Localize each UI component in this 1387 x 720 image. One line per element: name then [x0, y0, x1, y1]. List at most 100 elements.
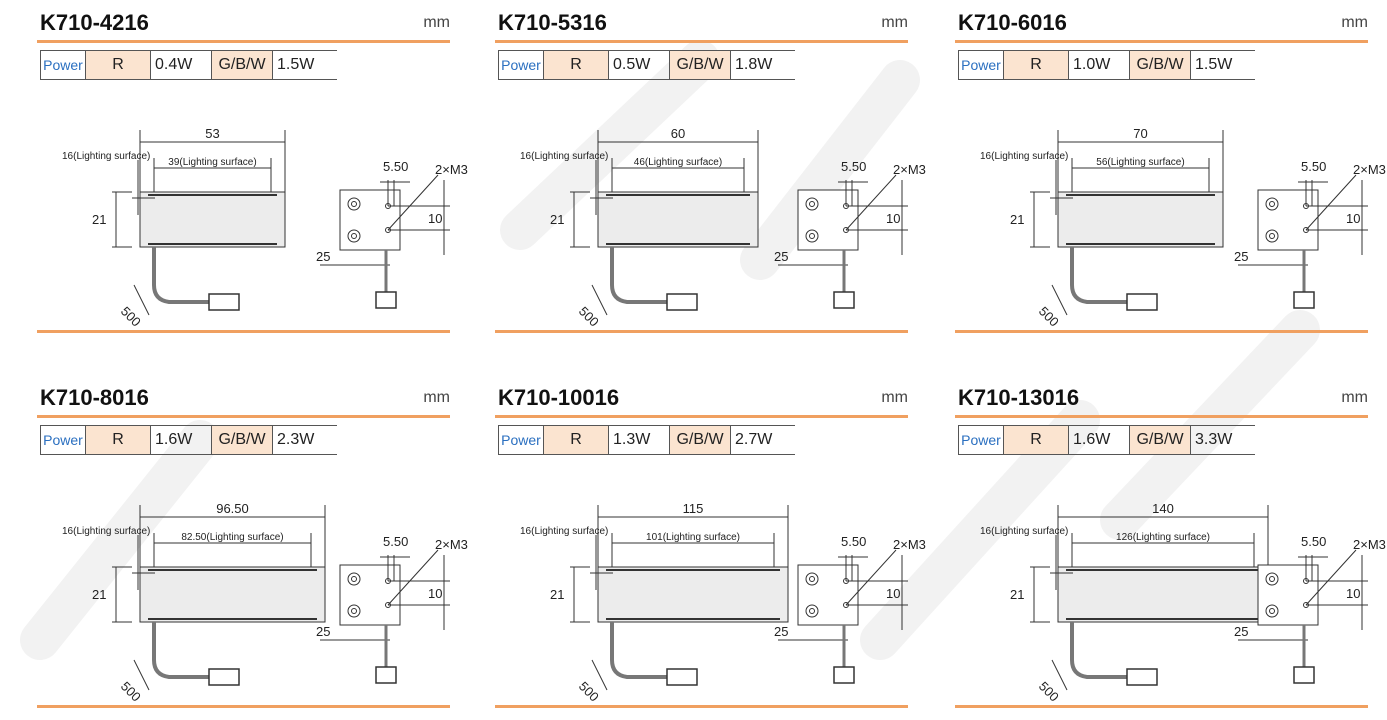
power-label: Power — [958, 50, 1004, 80]
side-view — [1238, 549, 1368, 684]
red-power-value: 1.6W — [150, 425, 212, 455]
hole-spacing-label: 5.50 — [383, 534, 408, 549]
gbw-label: G/B/W — [1129, 425, 1191, 455]
top-rule — [495, 415, 908, 418]
model-title: K710-4216 — [40, 10, 149, 35]
unit-label: mm — [423, 14, 450, 31]
pitch-label: 10 — [1346, 586, 1360, 601]
model-title: K710-8016 — [40, 385, 149, 410]
front-view — [1030, 130, 1224, 316]
top-rule — [955, 40, 1368, 43]
cable-length-label: 500 — [118, 679, 144, 705]
hole-spacing-label: 5.50 — [1301, 159, 1326, 174]
hole-spacing-label: 5.50 — [1301, 534, 1326, 549]
dimension-drawing: 70 56(Lighting surface) 16(Lighting surf… — [980, 126, 1386, 330]
red-power-value: 1.6W — [1068, 425, 1130, 455]
screw-label: 2×M3 — [1353, 162, 1386, 177]
dimension-labels: 53 39(Lighting surface) 16(Lighting surf… — [62, 126, 468, 329]
overall-length-label: 96.50 — [216, 501, 249, 516]
bracket-width-label: 25 — [316, 249, 330, 264]
product-panel-k710-6016: K710-6016 mm Power R 1.0W G/B/W 1.5W — [955, 10, 1386, 340]
gbw-label: G/B/W — [669, 50, 731, 80]
bracket-width-label: 25 — [1234, 249, 1248, 264]
gbw-label: G/B/W — [1129, 50, 1191, 80]
lighting-length-label: 46(Lighting surface) — [634, 157, 722, 168]
bracket-width-label: 25 — [316, 624, 330, 639]
power-table: Power R 1.6W G/B/W 3.3W — [958, 425, 1255, 455]
gbw-label: G/B/W — [211, 50, 273, 80]
cable-length-label: 500 — [1036, 304, 1062, 330]
power-table: Power R 0.5W G/B/W 1.8W — [498, 50, 795, 80]
top-rule — [955, 415, 1368, 418]
bottom-rule — [37, 330, 450, 333]
gbw-power-value: 2.3W — [272, 425, 337, 455]
lighting-height-label: 16(Lighting surface) — [980, 151, 1068, 162]
dimension-drawing: 53 39(Lighting surface) 16(Lighting surf… — [62, 126, 468, 329]
gbw-power-value: 1.5W — [272, 50, 337, 80]
power-label: Power — [498, 425, 544, 455]
gbw-power-value: 1.8W — [730, 50, 795, 80]
cable-length-label: 500 — [118, 304, 144, 330]
lighting-length-label: 39(Lighting surface) — [168, 157, 256, 168]
model-title: K710-6016 — [958, 10, 1067, 35]
front-view — [112, 505, 326, 691]
gbw-power-value: 3.3W — [1190, 425, 1255, 455]
lighting-height-label: 16(Lighting surface) — [520, 151, 608, 162]
side-view — [1238, 174, 1368, 309]
gbw-power-value: 1.5W — [1190, 50, 1255, 80]
red-label: R — [85, 425, 151, 455]
cable-length-label: 500 — [576, 679, 602, 705]
top-rule — [37, 40, 450, 43]
overall-length-label: 60 — [671, 126, 685, 141]
power-table: Power R 1.6W G/B/W 2.3W — [40, 425, 337, 455]
power-table: Power R 0.4W G/B/W 1.5W — [40, 50, 337, 80]
screw-label: 2×M3 — [1353, 537, 1386, 552]
dimension-drawing: 60 46(Lighting surface) 16(Lighting surf… — [520, 126, 926, 330]
bracket-width-label: 25 — [1234, 624, 1248, 639]
gbw-label: G/B/W — [669, 425, 731, 455]
red-label: R — [1003, 50, 1069, 80]
screw-label: 2×M3 — [435, 162, 468, 177]
lighting-height-label: 16(Lighting surface) — [62, 526, 150, 537]
height-label: 21 — [1010, 212, 1024, 227]
hole-spacing-label: 5.50 — [841, 534, 866, 549]
top-rule — [37, 415, 450, 418]
lighting-length-label: 82.50(Lighting surface) — [181, 532, 283, 543]
height-label: 21 — [550, 212, 564, 227]
dimension-drawing: 96.50 82.50(Lighting surface) 16(Lightin… — [62, 501, 468, 705]
red-label: R — [543, 425, 609, 455]
bottom-rule — [37, 705, 450, 708]
side-view — [320, 174, 450, 309]
red-label: R — [543, 50, 609, 80]
cable-length-label: 500 — [576, 304, 602, 330]
dimension-drawing: 140 126(Lighting surface) 16(Lighting su… — [980, 501, 1386, 704]
lighting-length-label: 56(Lighting surface) — [1096, 157, 1184, 168]
lighting-length-label: 101(Lighting surface) — [646, 532, 740, 543]
front-view — [570, 130, 759, 316]
product-panel-k710-4216: K710-4216 mm Power R 0.4W G/B/W 1.5W — [37, 10, 468, 340]
unit-label: mm — [1341, 389, 1368, 406]
red-power-value: 1.3W — [608, 425, 670, 455]
overall-length-label: 70 — [1133, 126, 1147, 141]
overall-length-label: 115 — [683, 501, 704, 516]
front-view — [112, 130, 286, 316]
height-label: 21 — [550, 587, 564, 602]
overall-length-label: 140 — [1152, 501, 1174, 516]
front-view — [1030, 505, 1269, 691]
lighting-length-label: 126(Lighting surface) — [1116, 532, 1210, 543]
screw-label: 2×M3 — [893, 537, 926, 552]
gbw-power-value: 2.7W — [730, 425, 795, 455]
power-table: Power R 1.0W G/B/W 1.5W — [958, 50, 1255, 80]
overall-length-label: 53 — [205, 126, 219, 141]
bottom-rule — [955, 705, 1368, 708]
height-label: 21 — [92, 212, 106, 227]
product-panel-k710-10016: K710-10016 mm Power R 1.3W G/B/W 2.7W — [495, 385, 926, 715]
screw-label: 2×M3 — [435, 537, 468, 552]
unit-label: mm — [881, 389, 908, 406]
dimension-drawing: 115 101(Lighting surface) 16(Lighting su… — [520, 501, 926, 705]
side-view — [320, 549, 450, 684]
power-table: Power R 1.3W G/B/W 2.7W — [498, 425, 795, 455]
side-view — [778, 549, 908, 684]
unit-label: mm — [1341, 14, 1368, 31]
red-label: R — [1003, 425, 1069, 455]
